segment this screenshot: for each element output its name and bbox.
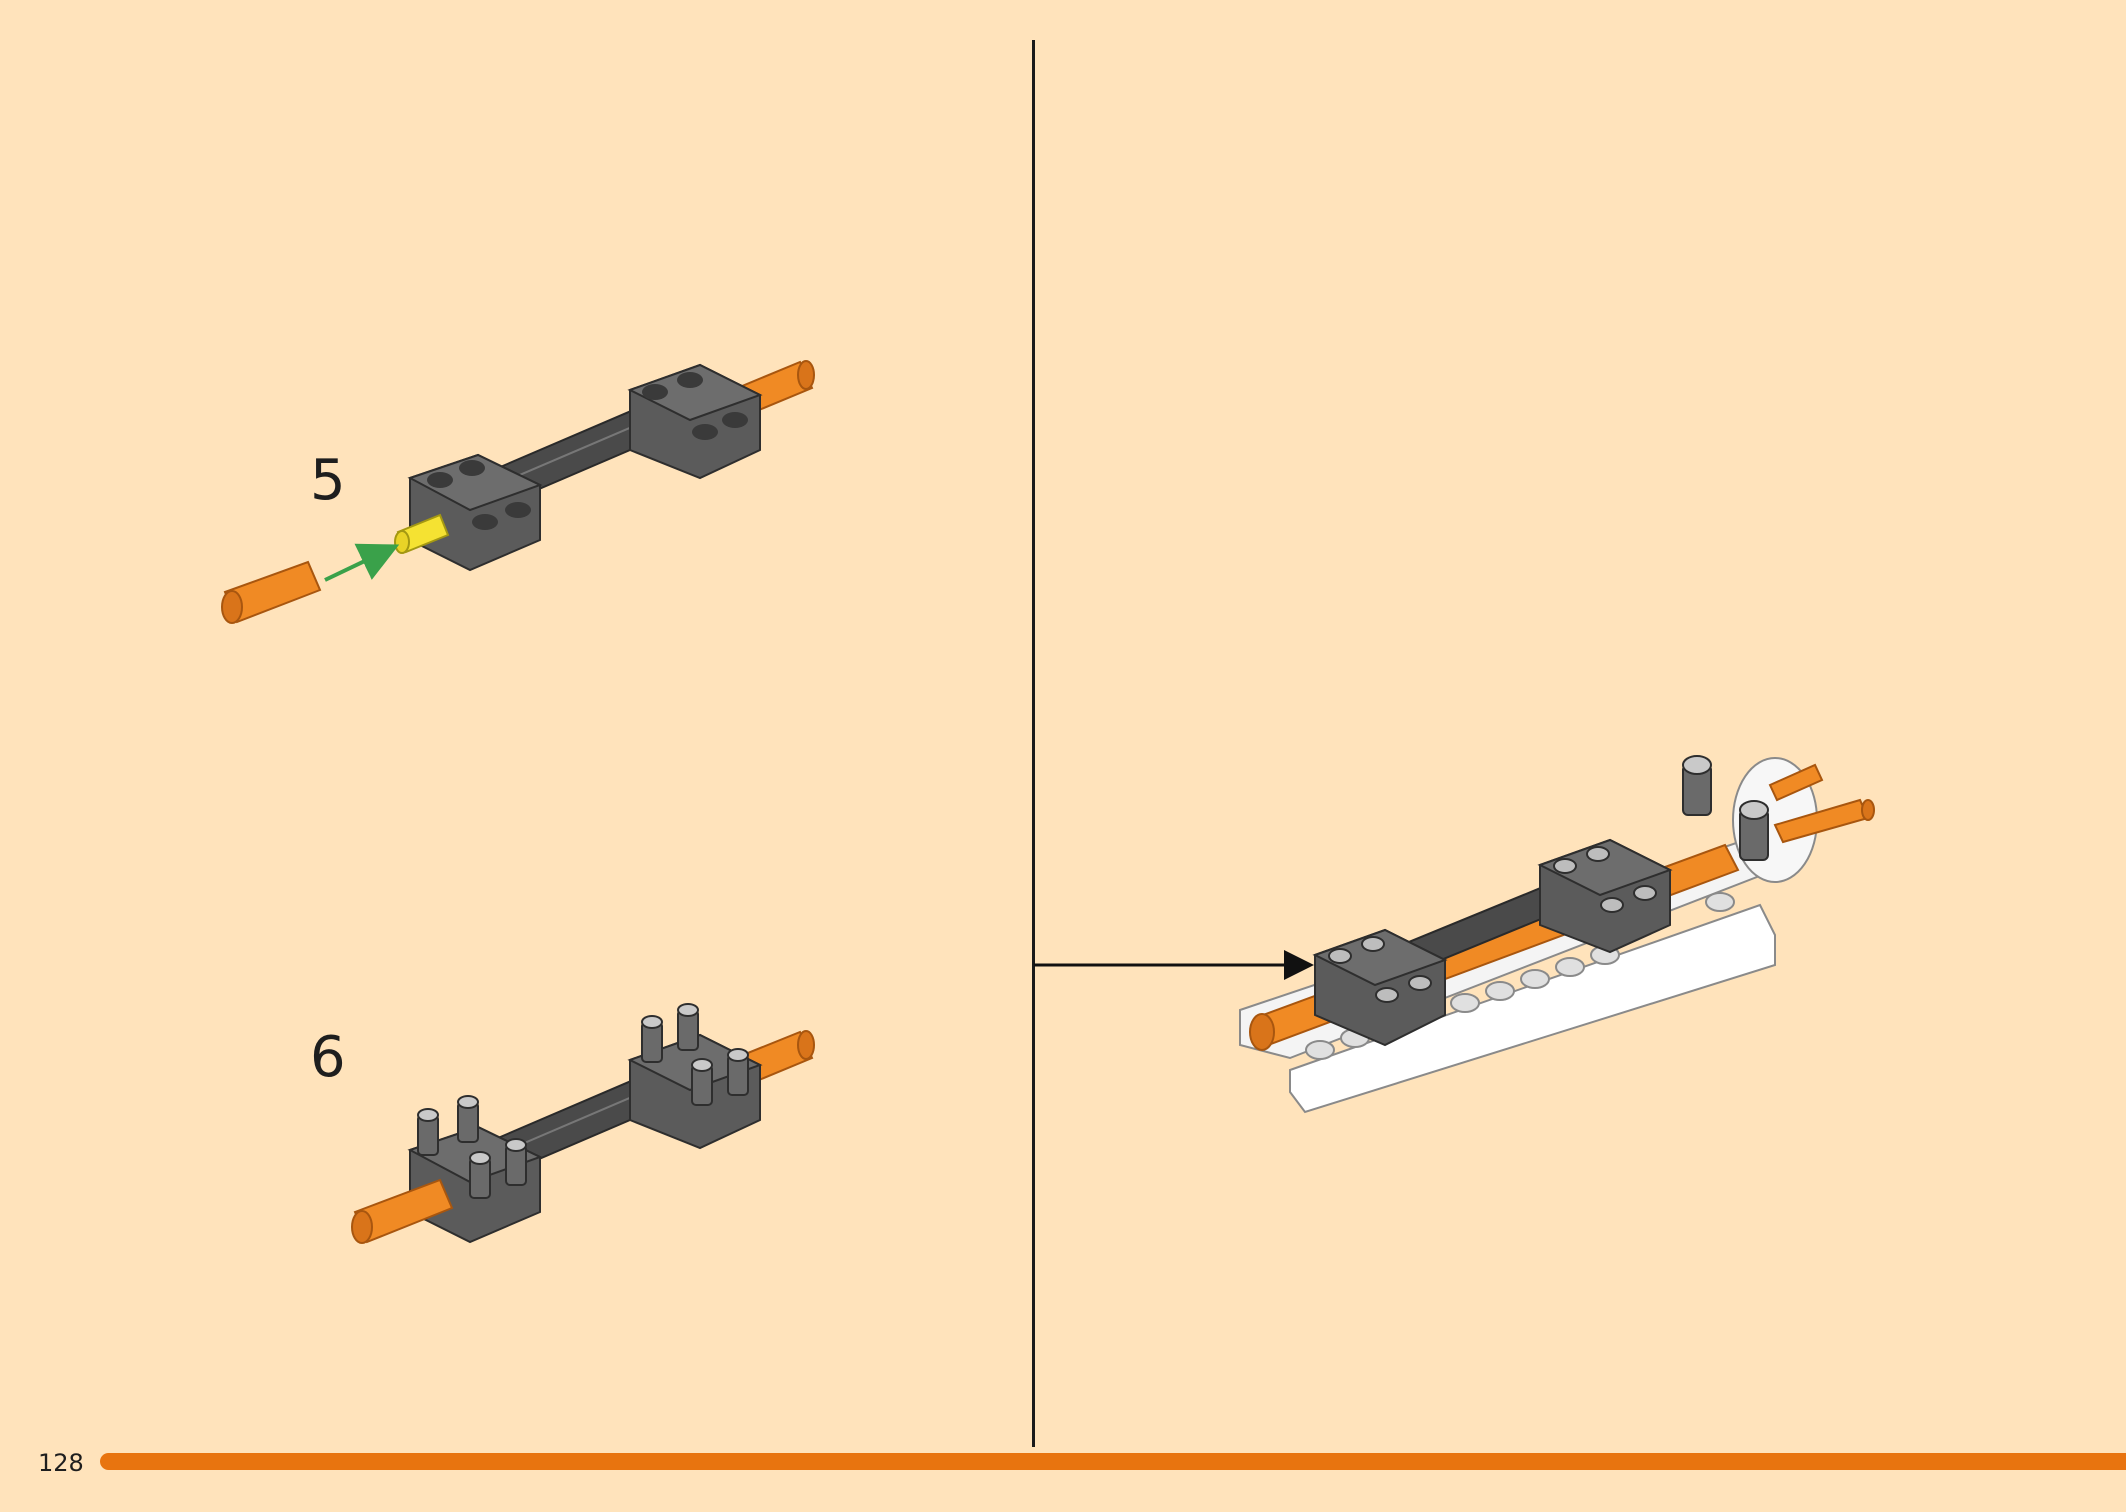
page-number: 128 [38,1449,84,1477]
white-beam-bottom [1289,903,1776,1114]
final-assembly [1239,755,1875,1114]
orange-axle-loose [221,560,322,624]
pins-left [417,1095,527,1199]
orange-axles-right [1768,763,1875,844]
page-divider [1032,40,1035,1447]
step-5-number: 5 [310,448,346,513]
footer-accent-bar [100,1453,2126,1470]
orange-axle-left [351,1178,454,1244]
step-5-assembly [221,360,815,624]
gray-block-left [1312,928,1448,1047]
pins-right [641,1003,749,1106]
insert-arrow [324,543,400,582]
step-6-assembly [351,1003,815,1244]
step-6-number: 6 [310,1025,346,1090]
gray-block-right [1537,838,1673,954]
gray-block-left [407,453,543,572]
gray-pins [1682,755,1769,861]
gray-block-right [627,363,763,480]
